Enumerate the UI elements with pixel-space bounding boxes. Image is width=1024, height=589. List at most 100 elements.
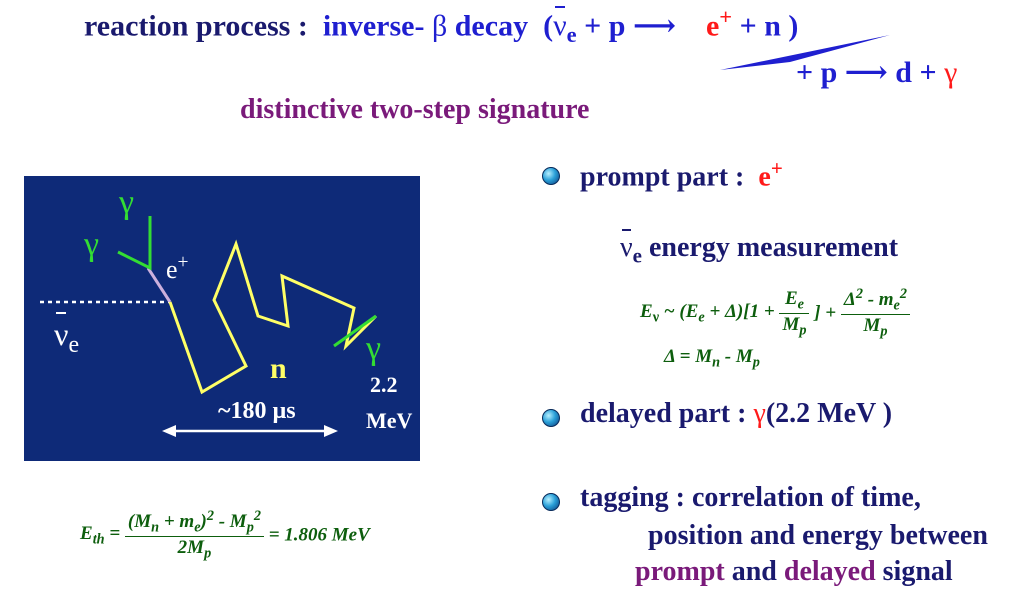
title-label: reaction process : bbox=[84, 9, 308, 43]
ef-frac2-den: Mp bbox=[841, 315, 910, 340]
diagram-nu-subscript: e bbox=[68, 332, 80, 359]
ef-f1-den: M bbox=[782, 313, 800, 335]
delayed-label: delayed part : bbox=[580, 398, 747, 429]
ef-frac1-num: Ee bbox=[779, 287, 810, 314]
delayed-bullet bbox=[542, 409, 560, 427]
neutron-label: n bbox=[270, 352, 287, 385]
ef-f2-sup2: 2 bbox=[899, 286, 907, 302]
tagging-prompt: prompt bbox=[635, 556, 725, 587]
time-label: ~180 µs bbox=[218, 398, 296, 424]
energy-formula: Eν ~ (Ee + Δ)[1 + Ee Mp ] + Δ2 - me2 Mp bbox=[640, 286, 910, 341]
th-num-sub1: n bbox=[151, 519, 160, 536]
capture-deuteron: d + bbox=[895, 56, 937, 89]
delta-mid: - M bbox=[724, 346, 753, 367]
ef-f2-den-sub: p bbox=[880, 323, 888, 340]
antineutrino-symbol: ν bbox=[553, 5, 567, 43]
th-num-sub3: p bbox=[246, 519, 254, 536]
title-plus-p: + p bbox=[584, 9, 626, 43]
capture-plus-p: + p bbox=[796, 56, 838, 89]
delta-sub2: p bbox=[752, 354, 760, 371]
ef-f2-delta: Δ bbox=[843, 289, 856, 311]
energy-nu: ν bbox=[620, 228, 633, 263]
tagging-line-1: tagging : correlation of time, bbox=[580, 482, 921, 513]
time-arrow-left-head bbox=[162, 425, 176, 437]
ef-frac1-den: Mp bbox=[779, 314, 809, 339]
title-positron-charge: + bbox=[719, 4, 733, 29]
tagging-signal: signal bbox=[882, 556, 953, 587]
tagging-and: and bbox=[731, 556, 777, 587]
gamma-right-label: γ bbox=[366, 330, 382, 367]
ef-bracket: ] + bbox=[814, 302, 837, 324]
subtitle: distinctive two-step signature bbox=[240, 94, 590, 125]
ef-f2-sub: e bbox=[893, 297, 900, 314]
th-num-minus: - M bbox=[218, 511, 247, 533]
capture-gamma: γ bbox=[944, 56, 958, 89]
delayed-line: delayed part : γ(2.2 MeV ) bbox=[580, 398, 892, 430]
title-process: inverse- bbox=[322, 9, 425, 43]
title-beta: β bbox=[431, 9, 448, 43]
th-num-a: (M bbox=[127, 511, 152, 533]
diagram-antineutrino-label: νe bbox=[54, 312, 80, 359]
th-num-sub2: e bbox=[194, 519, 201, 536]
capture-gamma-line bbox=[333, 314, 377, 348]
prompt-positron-charge: + bbox=[770, 156, 783, 180]
ef-approx: ~ (E bbox=[663, 300, 699, 322]
tagging-delayed: delayed bbox=[783, 556, 876, 587]
threshold-e: E bbox=[80, 522, 93, 544]
gamma-top-label: γ bbox=[119, 184, 135, 221]
prompt-line: prompt part : e+ bbox=[580, 156, 783, 194]
time-arrow-right-head bbox=[324, 425, 338, 437]
capture-reaction: + p ⟶ d + γ bbox=[796, 55, 957, 90]
prompt-positron: e bbox=[758, 161, 771, 193]
ef-f2-sup: 2 bbox=[855, 286, 863, 302]
title-decay: decay bbox=[454, 9, 529, 43]
th-num-sup: 2 bbox=[206, 508, 214, 524]
threshold-result: = 1.806 MeV bbox=[268, 524, 370, 546]
th-num-close: ) bbox=[200, 511, 207, 533]
tagging-line-2: position and energy between bbox=[648, 520, 988, 551]
prompt-label: prompt part : bbox=[580, 161, 745, 193]
antineutrino-subscript: e bbox=[566, 22, 577, 47]
reaction-title: reaction process : inverse- β decay (νe … bbox=[84, 4, 798, 48]
ef-left: Eν ~ (Ee + Δ)[1 + bbox=[640, 300, 775, 325]
ef-frac2-num: Δ2 - me2 bbox=[840, 286, 910, 316]
prompt-bullet bbox=[542, 167, 560, 185]
ef-f2-mid: - m bbox=[867, 289, 894, 311]
threshold-numerator: (Mn + me)2 - Mp2 bbox=[124, 508, 264, 538]
tagging-line-3: prompt and delayed signal bbox=[635, 556, 953, 588]
title-positron: e bbox=[705, 9, 720, 43]
ef-f1-num-sub: e bbox=[797, 295, 804, 312]
capture-arrow: ⟶ bbox=[844, 56, 888, 89]
delayed-gamma: γ bbox=[753, 398, 766, 429]
th-num-mid: + m bbox=[163, 511, 195, 533]
threshold-denominator: 2Mp bbox=[125, 537, 264, 562]
diagram-svg bbox=[40, 216, 378, 437]
diagram-positron-charge: + bbox=[177, 252, 189, 273]
diagram-positron-e: e bbox=[166, 254, 178, 284]
delta-sub1: n bbox=[712, 354, 721, 371]
title-arrow: ⟶ bbox=[632, 9, 676, 43]
title-close-paren: ) bbox=[788, 9, 799, 43]
ef-f1-den-sub: p bbox=[799, 322, 807, 339]
threshold-lhs: Eth = bbox=[80, 522, 121, 547]
diagram-positron-label: e+ bbox=[166, 252, 189, 285]
neutron-path bbox=[168, 239, 378, 395]
ef-f1-num: E bbox=[784, 287, 798, 309]
delta-lhs: Δ = M bbox=[664, 346, 713, 367]
threshold-eq: = bbox=[109, 522, 121, 544]
ef-plus-delta: + Δ)[1 + bbox=[709, 300, 775, 322]
th-den-sub: p bbox=[204, 545, 212, 562]
energy-text: energy measurement bbox=[649, 232, 899, 263]
detection-diagram: γ γ e+ νe n γ 2.2 MeV ~180 µs bbox=[24, 176, 420, 461]
th-num-sup2: 2 bbox=[253, 508, 261, 524]
ef-ee-sub: e bbox=[698, 308, 705, 325]
th-den: 2M bbox=[177, 537, 205, 559]
ef-fraction-1: Ee Mp bbox=[779, 287, 810, 340]
ef-f2-den: M bbox=[863, 315, 881, 337]
ef-e: E bbox=[640, 300, 653, 322]
annihilation-gamma-lines bbox=[117, 216, 152, 271]
threshold-e-sub: th bbox=[92, 530, 105, 547]
energy-measurement-line: νe energy measurement bbox=[620, 228, 899, 268]
threshold-fraction: (Mn + me)2 - Mp2 2Mp bbox=[124, 508, 264, 563]
energy-value-label: 2.2 bbox=[370, 372, 398, 397]
